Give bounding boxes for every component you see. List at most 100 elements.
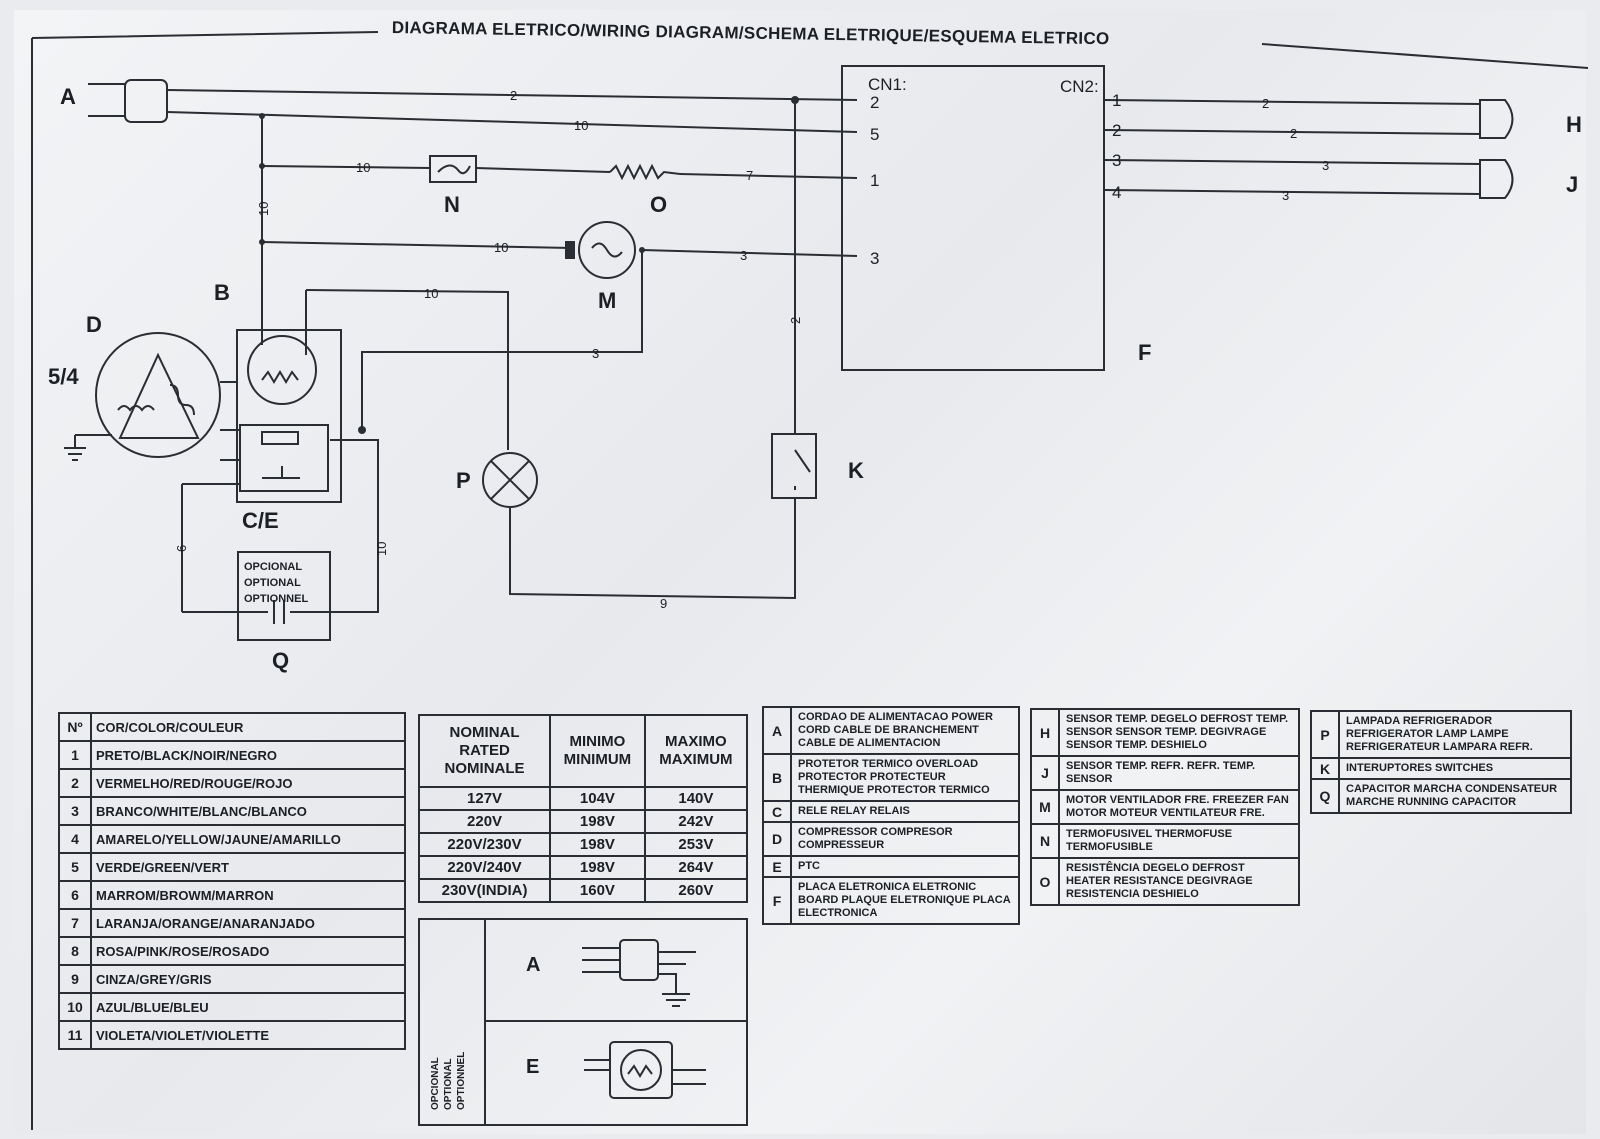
wire-number: 2 xyxy=(510,88,517,103)
cn1-pin: 2 xyxy=(870,93,879,112)
wire-number: 2 xyxy=(1262,96,1269,111)
legend-text: SENSOR TEMP. REFR. REFR. TEMP. SENSOR xyxy=(1058,755,1300,791)
wire-number: 3 xyxy=(592,346,599,361)
color-name: VERMELHO/RED/ROUGE/ROJO xyxy=(90,768,406,798)
table-header-row: NOMINAL RATED NOMINALE MINIMO MINIMUM MA… xyxy=(417,714,749,788)
legend-text: LAMPADA REFRIGERADOR REFRIGERATOR LAMP L… xyxy=(1338,710,1572,759)
cn1-label: CN1: xyxy=(868,75,907,94)
legend-text: TERMOFUSIVEL THERMOFUSE TERMOFUSIBLE xyxy=(1058,823,1300,859)
voltage-header: NOMINAL RATED NOMINALE xyxy=(417,714,552,788)
optional-side-text: OPTIONNEL xyxy=(456,1051,467,1110)
wire-number: 3 xyxy=(740,248,747,263)
legend-key: M xyxy=(1030,789,1060,825)
color-num: 8 xyxy=(58,936,92,966)
wire-number: 10 xyxy=(574,118,588,133)
optional-side-text: OPCIONAL xyxy=(430,1057,441,1110)
voltage-cell: 198V xyxy=(549,855,646,880)
optional-label: OPTIONAL xyxy=(244,577,301,589)
voltage-cell: 220V/240V xyxy=(417,855,552,880)
legend-text: COMPRESSOR COMPRESOR COMPRESSEUR xyxy=(790,821,1020,857)
optional-parts-box: OPCIONAL OPTIONAL OPTIONNEL A E xyxy=(418,918,748,1126)
label-b: B xyxy=(214,280,230,305)
wire-number: 2 xyxy=(788,317,803,324)
color-num: 5 xyxy=(58,852,92,882)
wire-number: 10 xyxy=(424,286,438,301)
wire-number: 6 xyxy=(174,545,189,552)
color-num-header: Nº xyxy=(58,712,92,742)
legend-key: K xyxy=(1310,757,1340,780)
wire-number: 2 xyxy=(1290,126,1297,141)
color-name: AZUL/BLUE/BLEU xyxy=(90,992,406,1022)
optional-item-label: E xyxy=(526,1056,540,1078)
label-j: J xyxy=(1566,172,1578,197)
voltage-header: MAXIMO MAXIMUM xyxy=(643,714,749,788)
color-num: 6 xyxy=(58,880,92,910)
voltage-cell: 242V xyxy=(643,809,749,834)
wire-number: 10 xyxy=(374,542,389,556)
color-num: 3 xyxy=(58,796,92,826)
color-num: 7 xyxy=(58,908,92,938)
color-num: 9 xyxy=(58,964,92,994)
color-name: CINZA/GREY/GRIS xyxy=(90,964,406,994)
cn2-pin: 3 xyxy=(1112,151,1121,170)
wire-number: 10 xyxy=(356,160,370,175)
voltage-cell: 198V xyxy=(549,809,646,834)
plug-3pin-icon xyxy=(582,939,696,1007)
voltage-header: MINIMO MINIMUM xyxy=(549,714,646,788)
color-name: VERDE/GREEN/VERT xyxy=(90,852,406,882)
table-header-row: Nº COR/COLOR/COULEUR xyxy=(58,712,406,742)
legend-key: J xyxy=(1030,755,1060,791)
color-num: 10 xyxy=(58,992,92,1022)
color-num: 11 xyxy=(58,1020,92,1050)
legend-key: A xyxy=(762,706,792,755)
legend-key: H xyxy=(1030,708,1060,757)
optional-side-label: OPCIONAL OPTIONAL OPTIONNEL xyxy=(426,940,476,1110)
cn2-label: CN2: xyxy=(1060,77,1099,96)
color-name: PRETO/BLACK/NOIR/NEGRO xyxy=(90,740,406,770)
legend-key: Q xyxy=(1310,778,1340,814)
color-name: LARANJA/ORANGE/ANARANJADO xyxy=(90,908,406,938)
legend-text: RESISTÊNCIA DEGELO DEFROST HEATER RESIST… xyxy=(1058,857,1300,906)
legend-key: E xyxy=(762,855,792,878)
optional-item-e: E xyxy=(484,1022,748,1124)
label-h: H xyxy=(1566,112,1582,137)
label-n: N xyxy=(444,192,460,217)
voltage-cell: 230V(INDIA) xyxy=(417,878,552,903)
voltage-cell: 253V xyxy=(643,832,749,857)
wire-number: 10 xyxy=(494,240,508,255)
wire-number: 3 xyxy=(1322,158,1329,173)
legend-key: N xyxy=(1030,823,1060,859)
cn1-pin: 3 xyxy=(870,249,879,268)
color-num: 1 xyxy=(58,740,92,770)
legend-text: RELE RELAY RELAIS xyxy=(790,800,1020,823)
legend-text: CAPACITOR MARCHA CONDENSATEUR MARCHE RUN… xyxy=(1338,778,1572,814)
wire-number: 7 xyxy=(746,168,753,183)
color-name: AMARELO/YELLOW/JAUNE/AMARILLO xyxy=(90,824,406,854)
